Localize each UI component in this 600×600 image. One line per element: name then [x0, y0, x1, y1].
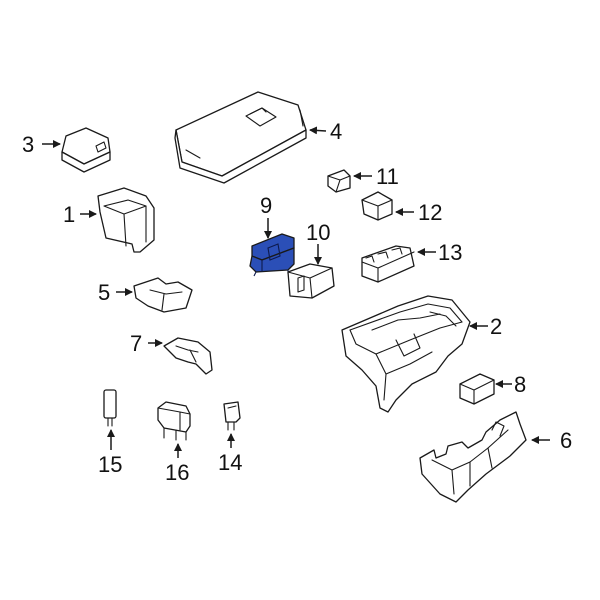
callout-5: 5 [98, 280, 110, 305]
part-1-fuse-holder[interactable] [97, 187, 155, 253]
callout-6: 6 [560, 428, 572, 453]
part-3-relay-cover[interactable] [61, 127, 111, 173]
callout-8: 8 [514, 372, 526, 397]
part-9-relay-block-highlighted[interactable] [249, 233, 295, 277]
callout-2: 2 [490, 314, 502, 339]
callout-15: 15 [98, 452, 122, 477]
part-4-fuse-box-cover[interactable] [174, 91, 307, 184]
part-2-fuse-box-housing[interactable] [341, 295, 471, 413]
part-9-body [249, 247, 295, 273]
part-12-mini-relay[interactable] [361, 191, 393, 221]
part-14-maxi-fuse[interactable] [223, 401, 241, 431]
part-16-relay[interactable] [157, 401, 191, 441]
part-10-relay[interactable] [287, 263, 335, 299]
callout-10: 10 [306, 220, 330, 245]
part-8-relay[interactable] [459, 373, 495, 405]
part-7-harness-clip[interactable] [163, 337, 213, 375]
callout-12: 12 [418, 200, 442, 225]
callout-13: 13 [438, 240, 462, 265]
callout-9: 9 [260, 193, 272, 218]
callout-16: 16 [165, 460, 189, 485]
callout-3: 3 [22, 132, 34, 157]
part-15-fuse[interactable] [103, 389, 117, 427]
part-11-mini-relay[interactable] [327, 169, 351, 193]
callout-11: 11 [376, 164, 399, 189]
part-13-relay-strip[interactable] [361, 245, 415, 283]
callout-7: 7 [130, 331, 142, 356]
leader-4 [309, 126, 327, 135]
callout-4: 4 [330, 119, 342, 144]
part-5-bracket[interactable] [133, 277, 193, 313]
callout-14: 14 [218, 450, 242, 475]
callout-1: 1 [63, 202, 75, 227]
part-6-lower-cover[interactable] [419, 411, 527, 503]
